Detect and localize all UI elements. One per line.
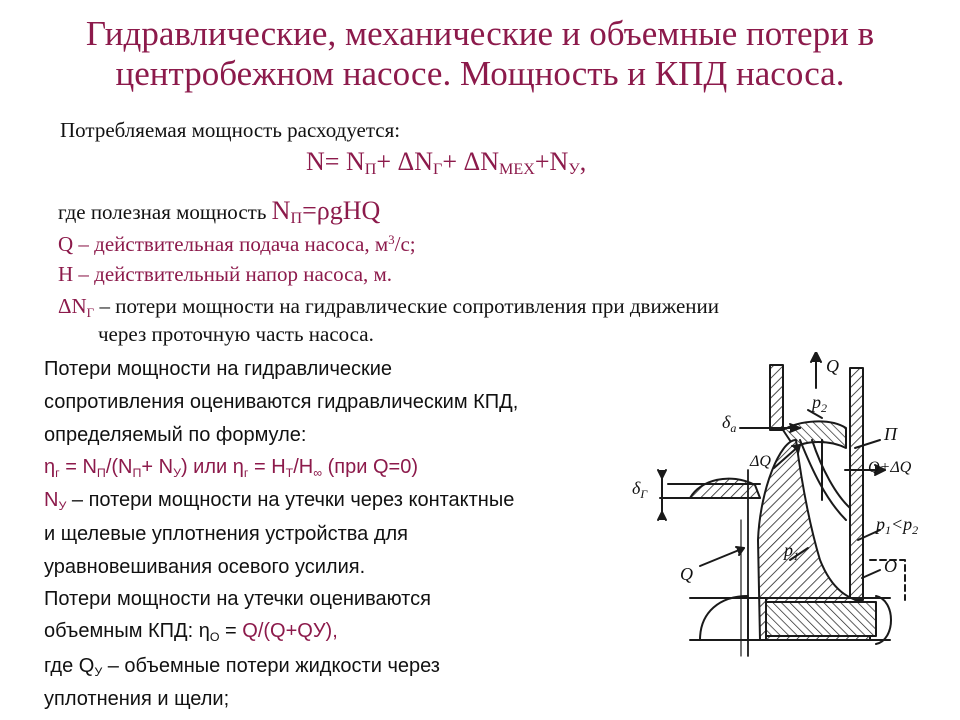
left-text-line-3: определяемый по формуле: xyxy=(44,424,307,446)
label-q-plus-dq: Q+ΔQ xyxy=(868,459,912,476)
label-q-in: Q xyxy=(680,564,693,584)
casing-right-wall xyxy=(849,367,864,601)
volumetric-efficiency-line: объемным КПД: ηO = Q/(Q+QУ), xyxy=(44,620,338,644)
leakage-loss-definition: NУ – потери мощности на утечки через кон… xyxy=(44,489,515,513)
q-definition: Q – действительная подача насоса, м3/с; xyxy=(58,232,416,256)
left-text-line-10: уплотнения и щели; xyxy=(44,688,230,710)
power-balance-equation: N= NП+ ΔNГ+ ΔNМЕХ+NУ, xyxy=(306,147,587,178)
leakage-volume-definition: где QУ – объемные потери жидкости через xyxy=(44,655,440,679)
useful-power-formula: NП=ρgHQ xyxy=(271,196,381,227)
label-p1: p1 xyxy=(782,540,799,563)
left-text-line-6: уравновешивания осевого усилия. xyxy=(44,556,366,578)
label-o: O xyxy=(884,556,897,576)
title-line-2: центробежном насосе. Мощность и КПД насо… xyxy=(115,54,845,93)
left-text-line-5: и щелевые уплотнения устройства для xyxy=(44,523,408,545)
label-p2: p2 xyxy=(810,392,827,415)
label-q-out: Q xyxy=(826,356,839,376)
label-delta-a: δa xyxy=(722,412,736,435)
volumetric-efficiency-formula: Q/(Q+QУ), xyxy=(242,620,338,642)
label-p1-lt-p2: p1<p2 xyxy=(874,514,918,537)
title-line-1: Гидравлические, механические и объемные … xyxy=(85,14,875,53)
pump-cross-section-drawing: Q p2 δa П ΔQ Q+ΔQ δГ p1 p1<p2 O Q xyxy=(632,352,918,657)
label-pi: П xyxy=(883,424,898,444)
h-definition: H – действительный напор насоса, м. xyxy=(58,262,393,286)
label-delta-g: δГ xyxy=(632,478,648,501)
hydraulic-loss-definition: ΔNГ – потери мощности на гидравлические … xyxy=(58,294,719,320)
hydraulic-efficiency-formula: ηг = NП/(NП+ NУ) или ηг = HT/H∞ (при Q=0… xyxy=(44,456,418,480)
outlet-left-wall xyxy=(769,364,784,431)
label-delta-q: ΔQ xyxy=(749,453,771,470)
seal-ring xyxy=(689,477,761,499)
hydraulic-loss-definition-cont: через проточную часть насоса. xyxy=(98,322,374,346)
left-text-line-7: Потери мощности на утечки оцениваются xyxy=(44,588,431,610)
useful-power-line: где полезная мощность NП=ρgHQ xyxy=(58,196,381,227)
slide-title: Гидравлические, механические и объемные … xyxy=(20,14,940,94)
intro-text: Потребляемая мощность расходуется: xyxy=(60,118,401,142)
left-text-line-2: сопротивления оцениваются гидравлическим… xyxy=(44,391,519,413)
left-text-line-1: Потери мощности на гидравлические xyxy=(44,358,393,380)
